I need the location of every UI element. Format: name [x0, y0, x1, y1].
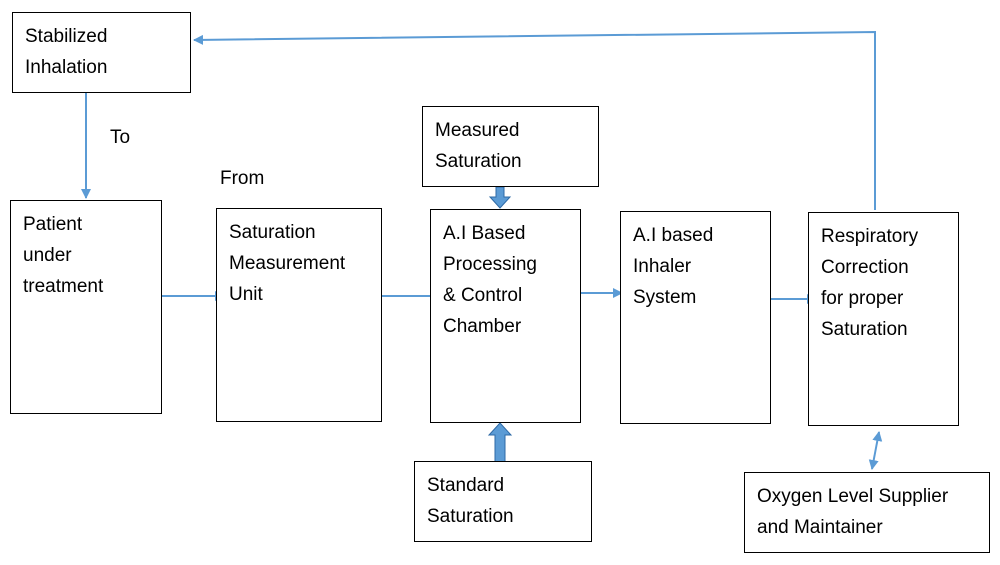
arrow-respiratory-oxygen-bidirectional	[868, 431, 883, 470]
measured-saturation-box: Measured Saturation	[422, 106, 599, 187]
node-text-line: A.I based	[633, 225, 714, 246]
ai-inhaler-system-box: A.I based Inhaler System	[620, 211, 771, 424]
node-text-line: Inhaler	[633, 256, 692, 277]
node-text-line: Patient	[23, 214, 83, 235]
block-arrow-standard-up	[487, 422, 513, 463]
node-text-line: Stabilized	[25, 26, 108, 47]
node-text-line: Unit	[229, 284, 263, 305]
stabilized-inhalation-box: Stabilized Inhalation	[12, 12, 191, 93]
standard-saturation-box: Standard Saturation	[414, 461, 592, 542]
node-text-line: Processing	[443, 254, 537, 275]
node-text-line: Saturation	[435, 151, 522, 172]
node-text-line: System	[633, 287, 697, 308]
node-text-line: Saturation	[427, 506, 514, 527]
node-text-line: Oxygen Level Supplier	[757, 486, 949, 507]
block-arrow-measured-down	[488, 186, 512, 209]
node-text-line: Saturation	[821, 319, 908, 340]
node-text-line: Respiratory	[821, 226, 919, 247]
node-text-line: Saturation	[229, 222, 316, 243]
node-text-line: and Maintainer	[757, 517, 883, 538]
ai-processing-control-chamber-box: A.I Based Processing & Control Chamber	[430, 209, 581, 423]
respiratory-correction-box: Respiratory Correction for proper Satura…	[808, 212, 959, 426]
patient-under-treatment-box: Patient under treatment	[10, 200, 162, 414]
node-text-line: Correction	[821, 257, 909, 278]
node-text-line: treatment	[23, 276, 104, 297]
node-text-line: Measured	[435, 120, 520, 141]
node-text-line: for proper	[821, 288, 904, 309]
node-text-line: Inhalation	[25, 57, 108, 78]
to-label: To	[110, 127, 131, 148]
oxygen-level-supplier-box: Oxygen Level Supplier and Maintainer	[744, 472, 990, 553]
node-text-line: A.I Based	[443, 223, 526, 244]
node-text-line: Chamber	[443, 316, 522, 337]
node-text-line: Measurement	[229, 253, 346, 274]
node-text-line: Standard	[427, 475, 505, 496]
saturation-measurement-unit-box: Saturation Measurement Unit	[216, 208, 382, 422]
node-text-line: & Control	[443, 285, 523, 306]
node-text-line: under	[23, 245, 72, 266]
feedback-arrow	[193, 30, 876, 210]
from-label: From	[220, 168, 265, 189]
